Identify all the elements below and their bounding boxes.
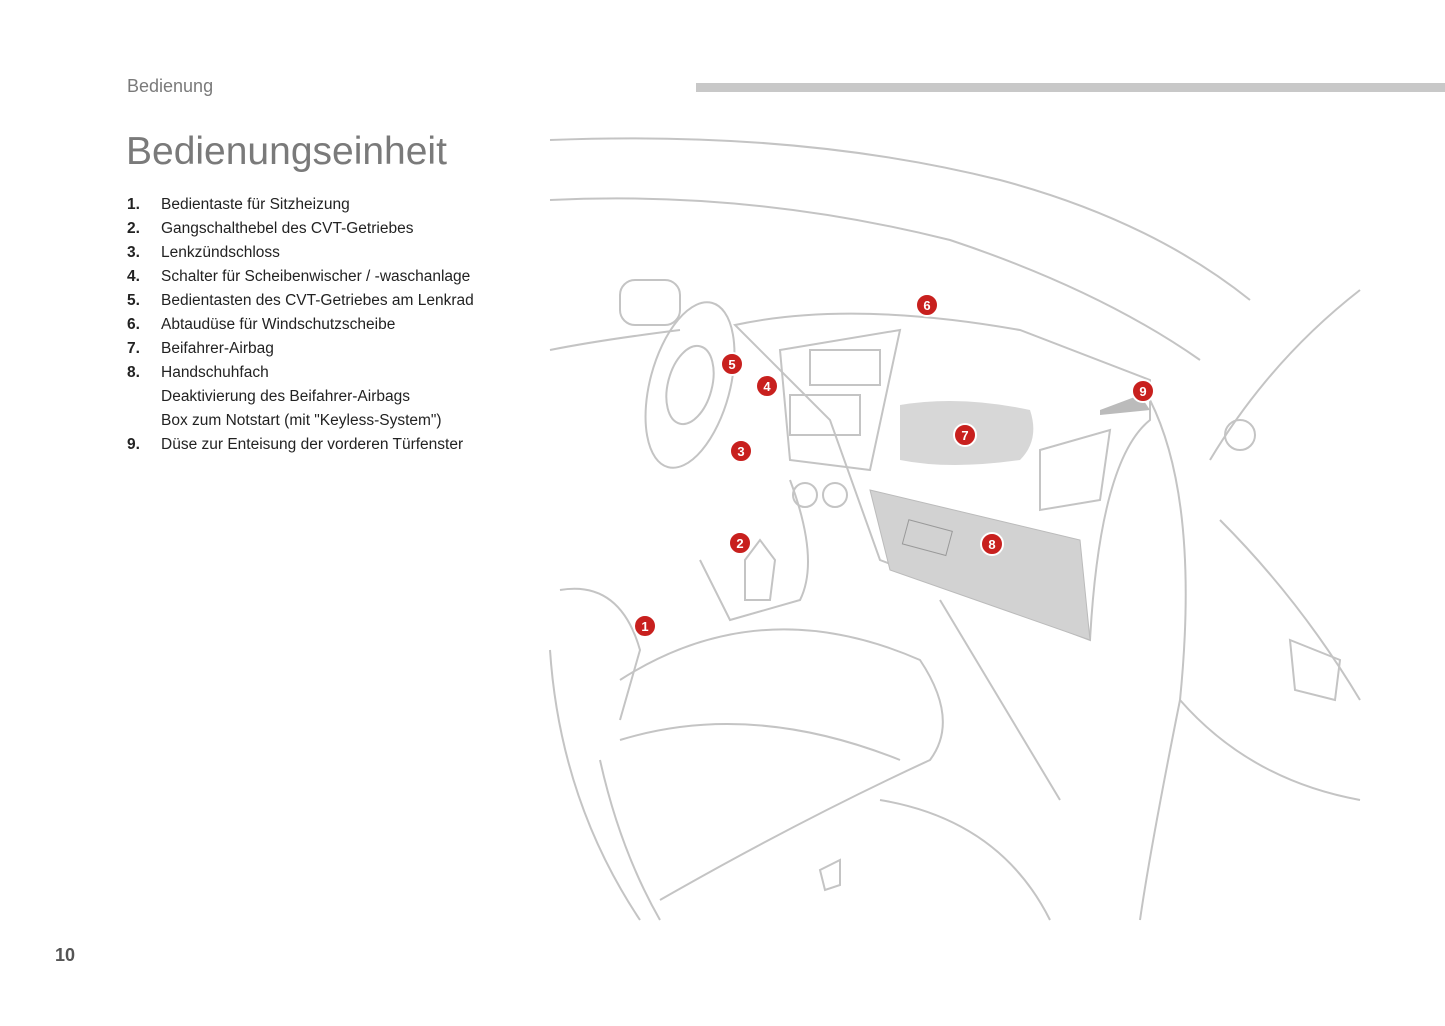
item-number: 9. — [127, 436, 140, 453]
list-item: 9. Düse zur Enteisung der vorderen Türfen… — [127, 435, 474, 459]
marker-1: 1 — [633, 614, 657, 638]
marker-6: 6 — [915, 293, 939, 317]
svg-text:5: 5 — [728, 357, 735, 372]
marker-4: 4 — [755, 374, 779, 398]
svg-text:4: 4 — [763, 379, 771, 394]
list-item: Deaktivierung des Beifahrer-Airbags — [127, 387, 474, 411]
item-text: Box zum Notstart (mit "Keyless-System") — [161, 412, 442, 429]
item-number: 4. — [127, 268, 140, 285]
page-number: 10 — [55, 945, 76, 965]
list-item: 4. Schalter für Scheibenwischer / -wascha… — [127, 267, 474, 291]
item-text: Gangschalthebel des CVT-Getriebes — [161, 220, 414, 237]
list-item: 8. Handschuhfach — [127, 363, 474, 387]
item-number: 2. — [127, 220, 140, 237]
list-item: 3. Lenkzündschloss — [127, 243, 474, 267]
list-item: Box zum Notstart (mit "Keyless-System") — [127, 411, 474, 435]
svg-text:3: 3 — [737, 444, 744, 459]
list-item: 6. Abtaudüse für Windschutzscheibe — [127, 315, 474, 339]
item-number: 6. — [127, 316, 140, 333]
item-text: Lenkzündschloss — [161, 244, 280, 261]
list-item: 5. Bedientasten des CVT-Getriebes am Lenk… — [127, 291, 474, 315]
item-text: Handschuhfach — [161, 364, 269, 381]
list-item: 2. Gangschalthebel des CVT-Getriebes — [127, 219, 474, 243]
item-text: Abtaudüse für Windschutzscheibe — [161, 316, 396, 333]
item-number: 5. — [127, 292, 140, 309]
marker-3: 3 — [729, 439, 753, 463]
item-text: Düse zur Enteisung der vorderen Türfenst… — [161, 436, 464, 453]
page-title: Bedienungseinheit — [126, 130, 447, 173]
marker-9: 9 — [1131, 379, 1155, 403]
svg-text:8: 8 — [988, 537, 995, 552]
marker-7: 7 — [953, 423, 977, 447]
item-number: 1. — [127, 196, 140, 213]
marker-8: 8 — [980, 532, 1004, 556]
item-text: Deaktivierung des Beifahrer-Airbags — [161, 388, 410, 405]
list-item: 7. Beifahrer-Airbag — [127, 339, 474, 363]
svg-text:7: 7 — [961, 428, 968, 443]
marker-5: 5 — [720, 352, 744, 376]
svg-text:9: 9 — [1139, 384, 1146, 399]
svg-text:2: 2 — [736, 536, 743, 551]
item-text: Schalter für Scheibenwischer / -waschanl… — [161, 268, 471, 285]
item-text: Beifahrer-Airbag — [161, 340, 274, 357]
list-item: 1. Bedientaste für Sitzheizung — [127, 195, 474, 219]
item-number: 8. — [127, 364, 140, 381]
svg-text:6: 6 — [923, 298, 930, 313]
legend-list: 1. Bedientaste für Sitzheizung 2. Gangscha… — [127, 195, 474, 459]
item-text: Bedientaste für Sitzheizung — [161, 196, 350, 213]
marker-2: 2 — [728, 531, 752, 555]
item-text: Bedientasten des CVT-Getriebes am Lenkra… — [161, 292, 474, 309]
item-number: 7. — [127, 340, 140, 357]
section-header: Bedienung — [127, 76, 214, 96]
header-rule — [696, 83, 1445, 92]
svg-text:1: 1 — [641, 619, 648, 634]
item-number: 3. — [127, 244, 140, 261]
car-interior-illustration: 1 2 3 4 5 6 7 8 9 — [549, 137, 1361, 921]
